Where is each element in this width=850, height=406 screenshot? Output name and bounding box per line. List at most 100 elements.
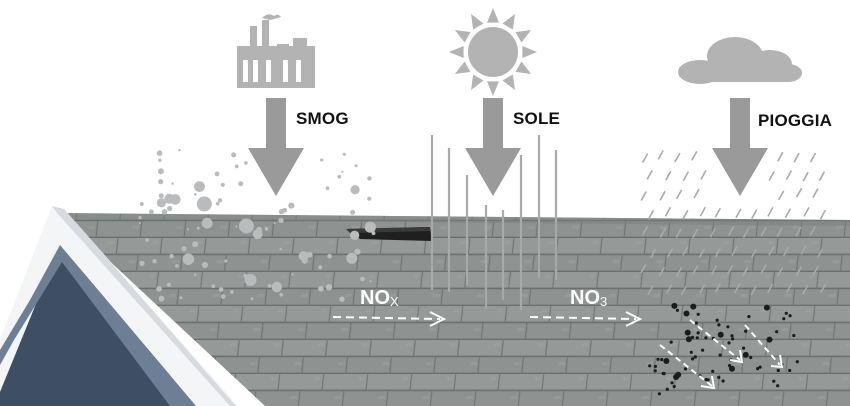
- sun-ray: [449, 46, 464, 58]
- nitrate-dot: [747, 315, 751, 319]
- smog-particle: [354, 248, 361, 255]
- smog-particle: [218, 287, 224, 292]
- sun-light-lines: [430, 135, 558, 310]
- rain-streak: [674, 152, 681, 163]
- rain-streak: [768, 245, 775, 256]
- nitrate-dot: [795, 360, 799, 364]
- rain-streak: [793, 152, 800, 163]
- smog-particle: [360, 276, 365, 282]
- sun-icon: [449, 8, 537, 96]
- sun-ray: [487, 81, 499, 96]
- rain-streak: [691, 150, 698, 161]
- smog-particle: [318, 265, 323, 270]
- nitrate-dot: [665, 387, 669, 391]
- smog-particle: [214, 171, 220, 177]
- nitrate-dot: [726, 325, 730, 329]
- rain-streak: [776, 227, 783, 237]
- smog-particle: [220, 182, 225, 187]
- rain-streak: [776, 267, 784, 277]
- smog-particle: [217, 198, 223, 203]
- rain-streak: [658, 266, 666, 277]
- smog-particle: [234, 164, 239, 169]
- nox-main: NO: [360, 287, 390, 309]
- smog-particle: [244, 161, 248, 165]
- rain-streak: [699, 206, 706, 217]
- rain-streak: [796, 187, 803, 198]
- smog-particle: [139, 222, 141, 225]
- rain-streak: [750, 248, 758, 259]
- smog-particle: [341, 170, 344, 173]
- sun-ray: [454, 61, 471, 74]
- smog-particle: [224, 259, 228, 263]
- rain-streak: [698, 248, 705, 259]
- smog-particle: [349, 230, 360, 240]
- smog-particle: [320, 158, 324, 162]
- rain-streak: [802, 285, 809, 295]
- nitrate-dot: [792, 333, 796, 338]
- nitrate-dot: [717, 331, 724, 338]
- nitrate-dot: [683, 310, 690, 317]
- sun-ray: [522, 46, 537, 58]
- smog-particle: [157, 168, 164, 175]
- smog-particle: [367, 196, 372, 201]
- smog-particle: [139, 202, 144, 206]
- nitrate-dot: [742, 346, 746, 350]
- nitrate-dot: [772, 379, 776, 383]
- smog-particle: [247, 225, 253, 230]
- rain-streak: [766, 283, 774, 294]
- rain-streak: [795, 226, 802, 237]
- nitrate-dot: [718, 353, 722, 357]
- nitrate-dot: [704, 336, 708, 340]
- rain-streak: [812, 265, 819, 276]
- rain-streak: [675, 228, 682, 238]
- rain-streak: [714, 247, 721, 258]
- smog-particle: [161, 209, 168, 215]
- rain-streak: [682, 209, 689, 220]
- smog-particle: [211, 284, 216, 289]
- smog-particle: [201, 261, 208, 269]
- nitrate-dot: [675, 308, 680, 312]
- nitrate-dot: [660, 358, 664, 362]
- nitrate-dot: [744, 329, 748, 333]
- smog-particle: [156, 286, 163, 292]
- smog-particle: [250, 297, 254, 300]
- smog-particle: [264, 227, 269, 231]
- rain-streak: [778, 190, 785, 201]
- rain-streak: [666, 248, 674, 258]
- nitrate-dot: [721, 379, 725, 383]
- smog-particle: [235, 225, 238, 228]
- sun-ray: [487, 8, 499, 23]
- nitrate-dot: [693, 355, 697, 359]
- rain-streak: [734, 283, 741, 294]
- nitrate-dot: [776, 368, 780, 373]
- smog-particle: [187, 228, 189, 231]
- rain-streak: [818, 171, 826, 182]
- nitrate-dot: [696, 331, 700, 335]
- rain-streak: [767, 207, 774, 217]
- rain-streak: [820, 283, 827, 294]
- smog-particle: [158, 158, 162, 162]
- nitrate-dot: [696, 312, 700, 316]
- smog-particle: [194, 181, 205, 193]
- smog-particle: [244, 273, 257, 286]
- smog-particle: [342, 152, 346, 156]
- rain-streak: [735, 208, 742, 219]
- nitrate-dot: [758, 365, 762, 369]
- smog-particle: [339, 296, 345, 302]
- smog-particle: [325, 284, 333, 291]
- smog-particle: [170, 194, 181, 205]
- nox-subscript: X: [390, 294, 399, 309]
- rain-streak: [666, 284, 673, 294]
- rain-streak: [782, 246, 790, 257]
- nitrate-dot: [742, 351, 749, 358]
- nox-label: NOX: [360, 287, 399, 310]
- rain-streak: [691, 265, 699, 275]
- rain-streak: [731, 246, 738, 256]
- nitrate-dot: [717, 375, 721, 379]
- factory-icon: [237, 14, 315, 88]
- nitrate-dot: [776, 384, 780, 388]
- rain-streak: [795, 266, 802, 277]
- smog-particle: [179, 296, 183, 300]
- nitrate-dot: [675, 371, 682, 378]
- rain-streak: [786, 283, 793, 294]
